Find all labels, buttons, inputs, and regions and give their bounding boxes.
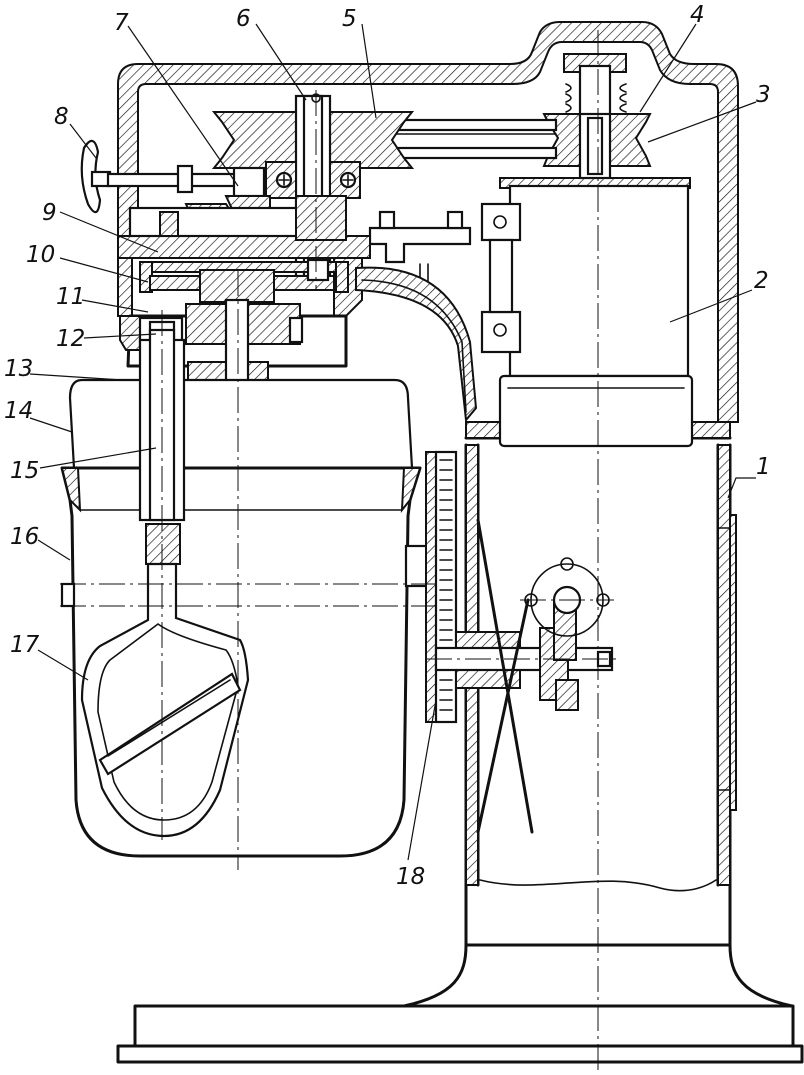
callout-2: 2 <box>754 268 769 294</box>
center-lines <box>60 30 620 1072</box>
bowl-lift-gear <box>425 450 614 834</box>
callout-9: 9 <box>42 200 57 226</box>
leader-lines <box>29 23 757 861</box>
callout-8: 8 <box>54 104 69 130</box>
drive-belt <box>390 118 558 160</box>
callout-13: 13 <box>4 356 33 382</box>
callout-4: 4 <box>690 2 705 28</box>
base-plate <box>116 1004 804 1064</box>
bowl-arm <box>355 266 478 423</box>
callout-18: 18 <box>396 864 425 890</box>
callout-7: 7 <box>114 10 129 36</box>
callout-11: 11 <box>56 284 85 310</box>
motor-pulley <box>542 53 652 180</box>
callout-14: 14 <box>4 398 33 424</box>
callout-3: 3 <box>756 82 771 108</box>
upper-housing <box>117 21 739 423</box>
callout-12: 12 <box>56 326 85 352</box>
callout-labels: 1 2 3 4 5 6 7 8 9 10 11 12 13 14 15 16 1… <box>4 2 771 890</box>
callout-17: 17 <box>10 632 40 658</box>
callout-6: 6 <box>236 6 251 32</box>
callout-15: 15 <box>10 458 39 484</box>
callout-1: 1 <box>756 454 771 480</box>
motor <box>368 177 694 448</box>
callout-10: 10 <box>26 242 55 268</box>
callout-5: 5 <box>342 6 357 32</box>
callout-16: 16 <box>10 524 39 550</box>
